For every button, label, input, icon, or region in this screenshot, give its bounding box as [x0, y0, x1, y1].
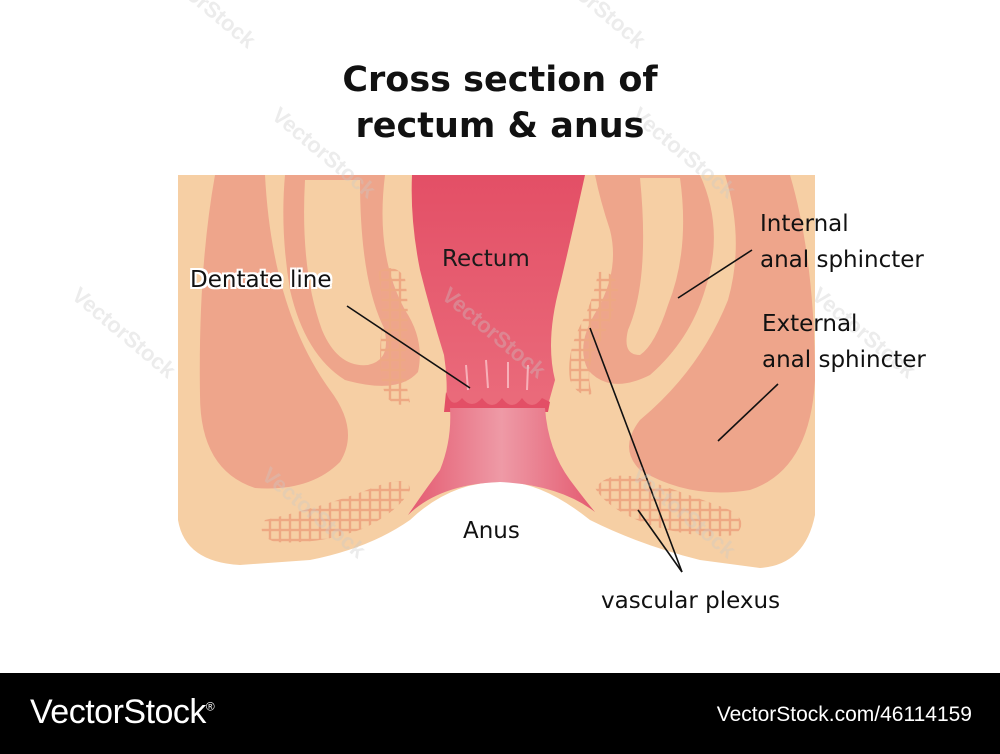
label-rectum: Rectum	[442, 246, 530, 272]
leader-internal	[677, 249, 753, 299]
label-internal-line-2: anal sphincter	[760, 247, 924, 273]
registered-mark: ®	[205, 699, 215, 714]
footer-brand: VectorStock®	[30, 693, 215, 732]
external-sphincter-left	[199, 175, 348, 489]
title-line-1: Cross section of	[342, 60, 658, 100]
footer-bar: VectorStock® VectorStock.com/46114159	[0, 673, 1000, 754]
title-line-2: rectum & anus	[355, 106, 645, 146]
footer-brand-text: VectorStock	[30, 693, 206, 731]
leader-dentate	[346, 305, 471, 389]
label-external-line-1: External	[762, 311, 858, 337]
label-internal-line-1: Internal	[760, 211, 849, 237]
leader-plexus-1	[589, 327, 683, 573]
plexus-lower-right	[595, 475, 742, 537]
leader-external	[717, 383, 779, 442]
label-dentate-line: Dentate line	[190, 267, 332, 293]
anal-canal	[408, 408, 595, 515]
leader-plexus-2	[637, 509, 683, 573]
label-vascular-plexus: vascular plexus	[601, 588, 781, 614]
external-sphincter-right	[629, 175, 815, 493]
rectum-anus-diagram: VectorStock VectorStock VectorStock Vect…	[67, 0, 926, 614]
internal-groove-right	[626, 178, 684, 355]
rectum	[411, 175, 585, 405]
dentate-fold	[444, 392, 550, 412]
footer-url: VectorStock.com/46114159	[716, 703, 972, 726]
anatomy-illustration	[178, 175, 815, 573]
plexus-upper-right	[569, 271, 618, 395]
plexus-lower-left	[261, 481, 410, 543]
label-anus: Anus	[463, 518, 520, 544]
label-external-line-2: anal sphincter	[762, 347, 926, 373]
